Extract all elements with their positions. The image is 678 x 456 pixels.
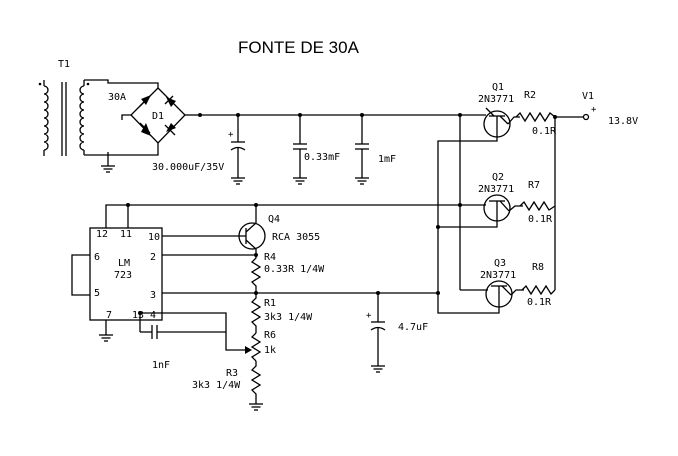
pin-6: 6 [94, 252, 100, 263]
capacitor-c4: 1nF [140, 325, 226, 371]
pin-10: 10 [148, 232, 160, 243]
resistor-r3: R3 3k3 1/4W [192, 361, 262, 404]
resistor-r1: R1 3k3 1/4W [250, 293, 313, 333]
pin-11: 11 [120, 229, 132, 240]
pin-2: 2 [150, 252, 156, 263]
pin-4: 4 [150, 310, 156, 321]
capacitor-c2: 0.33mF [293, 115, 340, 185]
transistor-q3-part: 2N3771 [480, 270, 516, 281]
regulator-lm723: LM 723 12 11 10 2 6 5 3 7 13 4 [89, 227, 163, 321]
resistor-r6-value: 1k [264, 345, 276, 356]
regulator-name: LM [118, 258, 130, 269]
capacitor-c3-value: 1mF [378, 154, 396, 165]
capacitor-c4-value: 1nF [152, 360, 170, 371]
regulator-part: 723 [114, 270, 132, 281]
potentiometer-r6: R6 1k [250, 330, 276, 362]
output-voltage: 13.8V [608, 116, 638, 127]
pin-5: 5 [94, 288, 100, 299]
transformer-t1: T1 [38, 59, 90, 156]
capacitor-c5-value: 4.7uF [398, 322, 428, 333]
bridge-label: D1 [152, 111, 164, 122]
resistor-r1-value: 3k3 1/4W [264, 312, 313, 323]
transformer-label: T1 [58, 59, 70, 70]
resistor-r8: R8 0.1R [521, 262, 556, 308]
transistor-q2-part: 2N3771 [478, 184, 514, 195]
resistor-r4: R4 0.33R 1/4W [250, 252, 325, 293]
capacitor-c3: 1mF [355, 115, 396, 185]
cap-plus-sign: + [228, 130, 234, 140]
resistor-r7-value: 0.1R [528, 214, 553, 225]
resistor-r6-ref: R6 [264, 330, 276, 341]
capacitor-c2-value: 0.33mF [304, 152, 340, 163]
pin-12: 12 [96, 229, 108, 240]
resistor-r2-ref: R2 [524, 90, 536, 101]
transistor-q1-ref: Q1 [492, 82, 504, 93]
bridge-rating: 30A [108, 92, 126, 103]
resistor-r7-ref: R7 [528, 180, 540, 191]
transistor-q2: Q2 2N3771 [478, 172, 514, 222]
pin-13: 13 [132, 310, 144, 321]
output-plus: + [591, 105, 597, 115]
ac-wiring [84, 79, 159, 166]
output-ref: V1 [582, 91, 594, 102]
ground-symbol [101, 165, 115, 173]
resistor-r8-value: 0.1R [527, 297, 552, 308]
resistor-r4-ref: R4 [264, 252, 276, 263]
output-terminal: V1 + 13.8V [582, 91, 638, 127]
resistor-r2: R2 0.1R [515, 90, 557, 137]
resistor-r8-ref: R8 [532, 262, 544, 273]
capacitor-c1-value: 30.000uF/35V [152, 162, 224, 173]
resistor-r7: R7 0.1R [519, 180, 556, 225]
bridge-rectifier-d1: 30A D1 [108, 87, 186, 144]
transistor-q4: Q4 RCA 3055 [238, 214, 320, 250]
resistor-r4-value: 0.33R 1/4W [264, 264, 325, 275]
capacitor-c5: + 4.7uF [366, 293, 428, 373]
pin-3: 3 [150, 290, 156, 301]
transistor-q3: Q3 2N3771 [480, 258, 516, 308]
transistor-q3-ref: Q3 [494, 258, 506, 269]
transistor-q1: Q1 2N3771 [478, 82, 514, 138]
resistor-r1-ref: R1 [264, 298, 276, 309]
transistor-q2-ref: Q2 [492, 172, 504, 183]
transistor-q4-ref: Q4 [268, 214, 280, 225]
resistor-r3-ref: R3 [226, 368, 238, 379]
cap-plus-sign-2: + [366, 311, 372, 321]
resistor-r3-value: 3k3 1/4W [192, 380, 241, 391]
transistor-q1-part: 2N3771 [478, 94, 514, 105]
capacitor-c1: + 30.000uF/35V [152, 115, 246, 185]
transistor-q4-part: RCA 3055 [272, 232, 320, 243]
schematic-title: FONTE DE 30A [238, 38, 360, 57]
resistor-r2-value: 0.1R [532, 126, 557, 137]
pin-7: 7 [106, 310, 112, 321]
